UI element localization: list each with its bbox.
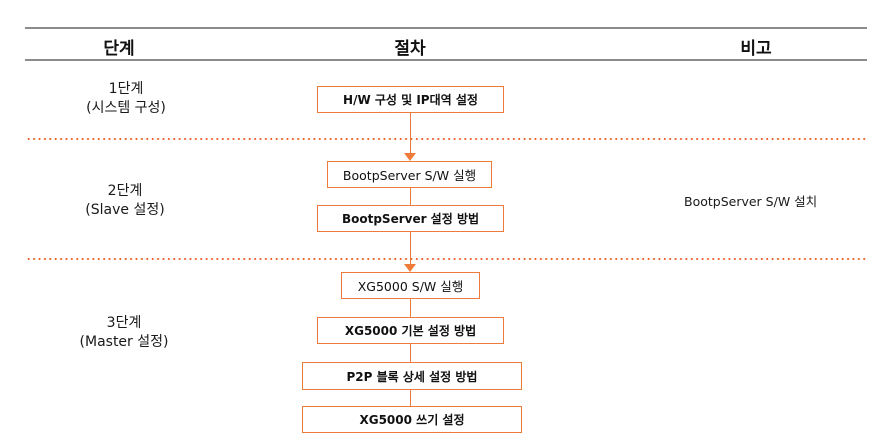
stage-1-subtitle: (시스템 구성) — [86, 100, 166, 116]
stage-1-title: 1단계 — [108, 81, 144, 97]
column-header-procedure: 절차 — [394, 39, 426, 59]
arrow-down-icon — [404, 264, 416, 272]
stage-2-subtitle: (Slave 설정) — [85, 202, 165, 218]
column-header-stage: 단계 — [103, 39, 135, 59]
stage-label-3: 3단계 (Master 설정) — [80, 314, 169, 352]
stage-3-title: 3단계 — [106, 315, 142, 331]
connector-5-to-6 — [409, 343, 411, 362]
stage-label-1: 1단계 (시스템 구성) — [86, 80, 166, 118]
column-header-remarks: 비고 — [740, 39, 772, 59]
stage-divider-1 — [26, 138, 866, 140]
step-xg5000-basic-config: XG5000 기본 설정 방법 — [317, 317, 504, 344]
stage-label-2: 2단계 (Slave 설정) — [85, 182, 164, 220]
step-xg5000-run: XG5000 S/W 실행 — [341, 272, 480, 299]
header-top-rule — [25, 27, 867, 29]
connector-2-to-3 — [409, 187, 411, 205]
connector-6-to-7 — [409, 389, 411, 406]
connector-4-to-5 — [409, 298, 411, 317]
connector-3-to-4 — [409, 231, 411, 265]
remark-stage-2: BootpServer S/W 설치 — [684, 194, 818, 209]
step-xg5000-write-config: XG5000 쓰기 설정 — [302, 406, 522, 433]
stage-3-subtitle: (Master 설정) — [79, 334, 169, 350]
header-bottom-rule — [25, 59, 867, 61]
step-bootpserver-config: BootpServer 설정 방법 — [317, 205, 504, 232]
connector-1-to-2 — [409, 112, 411, 154]
step-hw-ip-setup: H/W 구성 및 IP대역 설정 — [317, 86, 504, 113]
arrow-down-icon — [404, 153, 416, 161]
stage-divider-2 — [26, 258, 866, 260]
step-bootpserver-run: BootpServer S/W 실행 — [327, 161, 492, 188]
step-p2p-block-config: P2P 블록 상세 설정 방법 — [302, 362, 522, 390]
stage-2-title: 2단계 — [107, 183, 143, 199]
